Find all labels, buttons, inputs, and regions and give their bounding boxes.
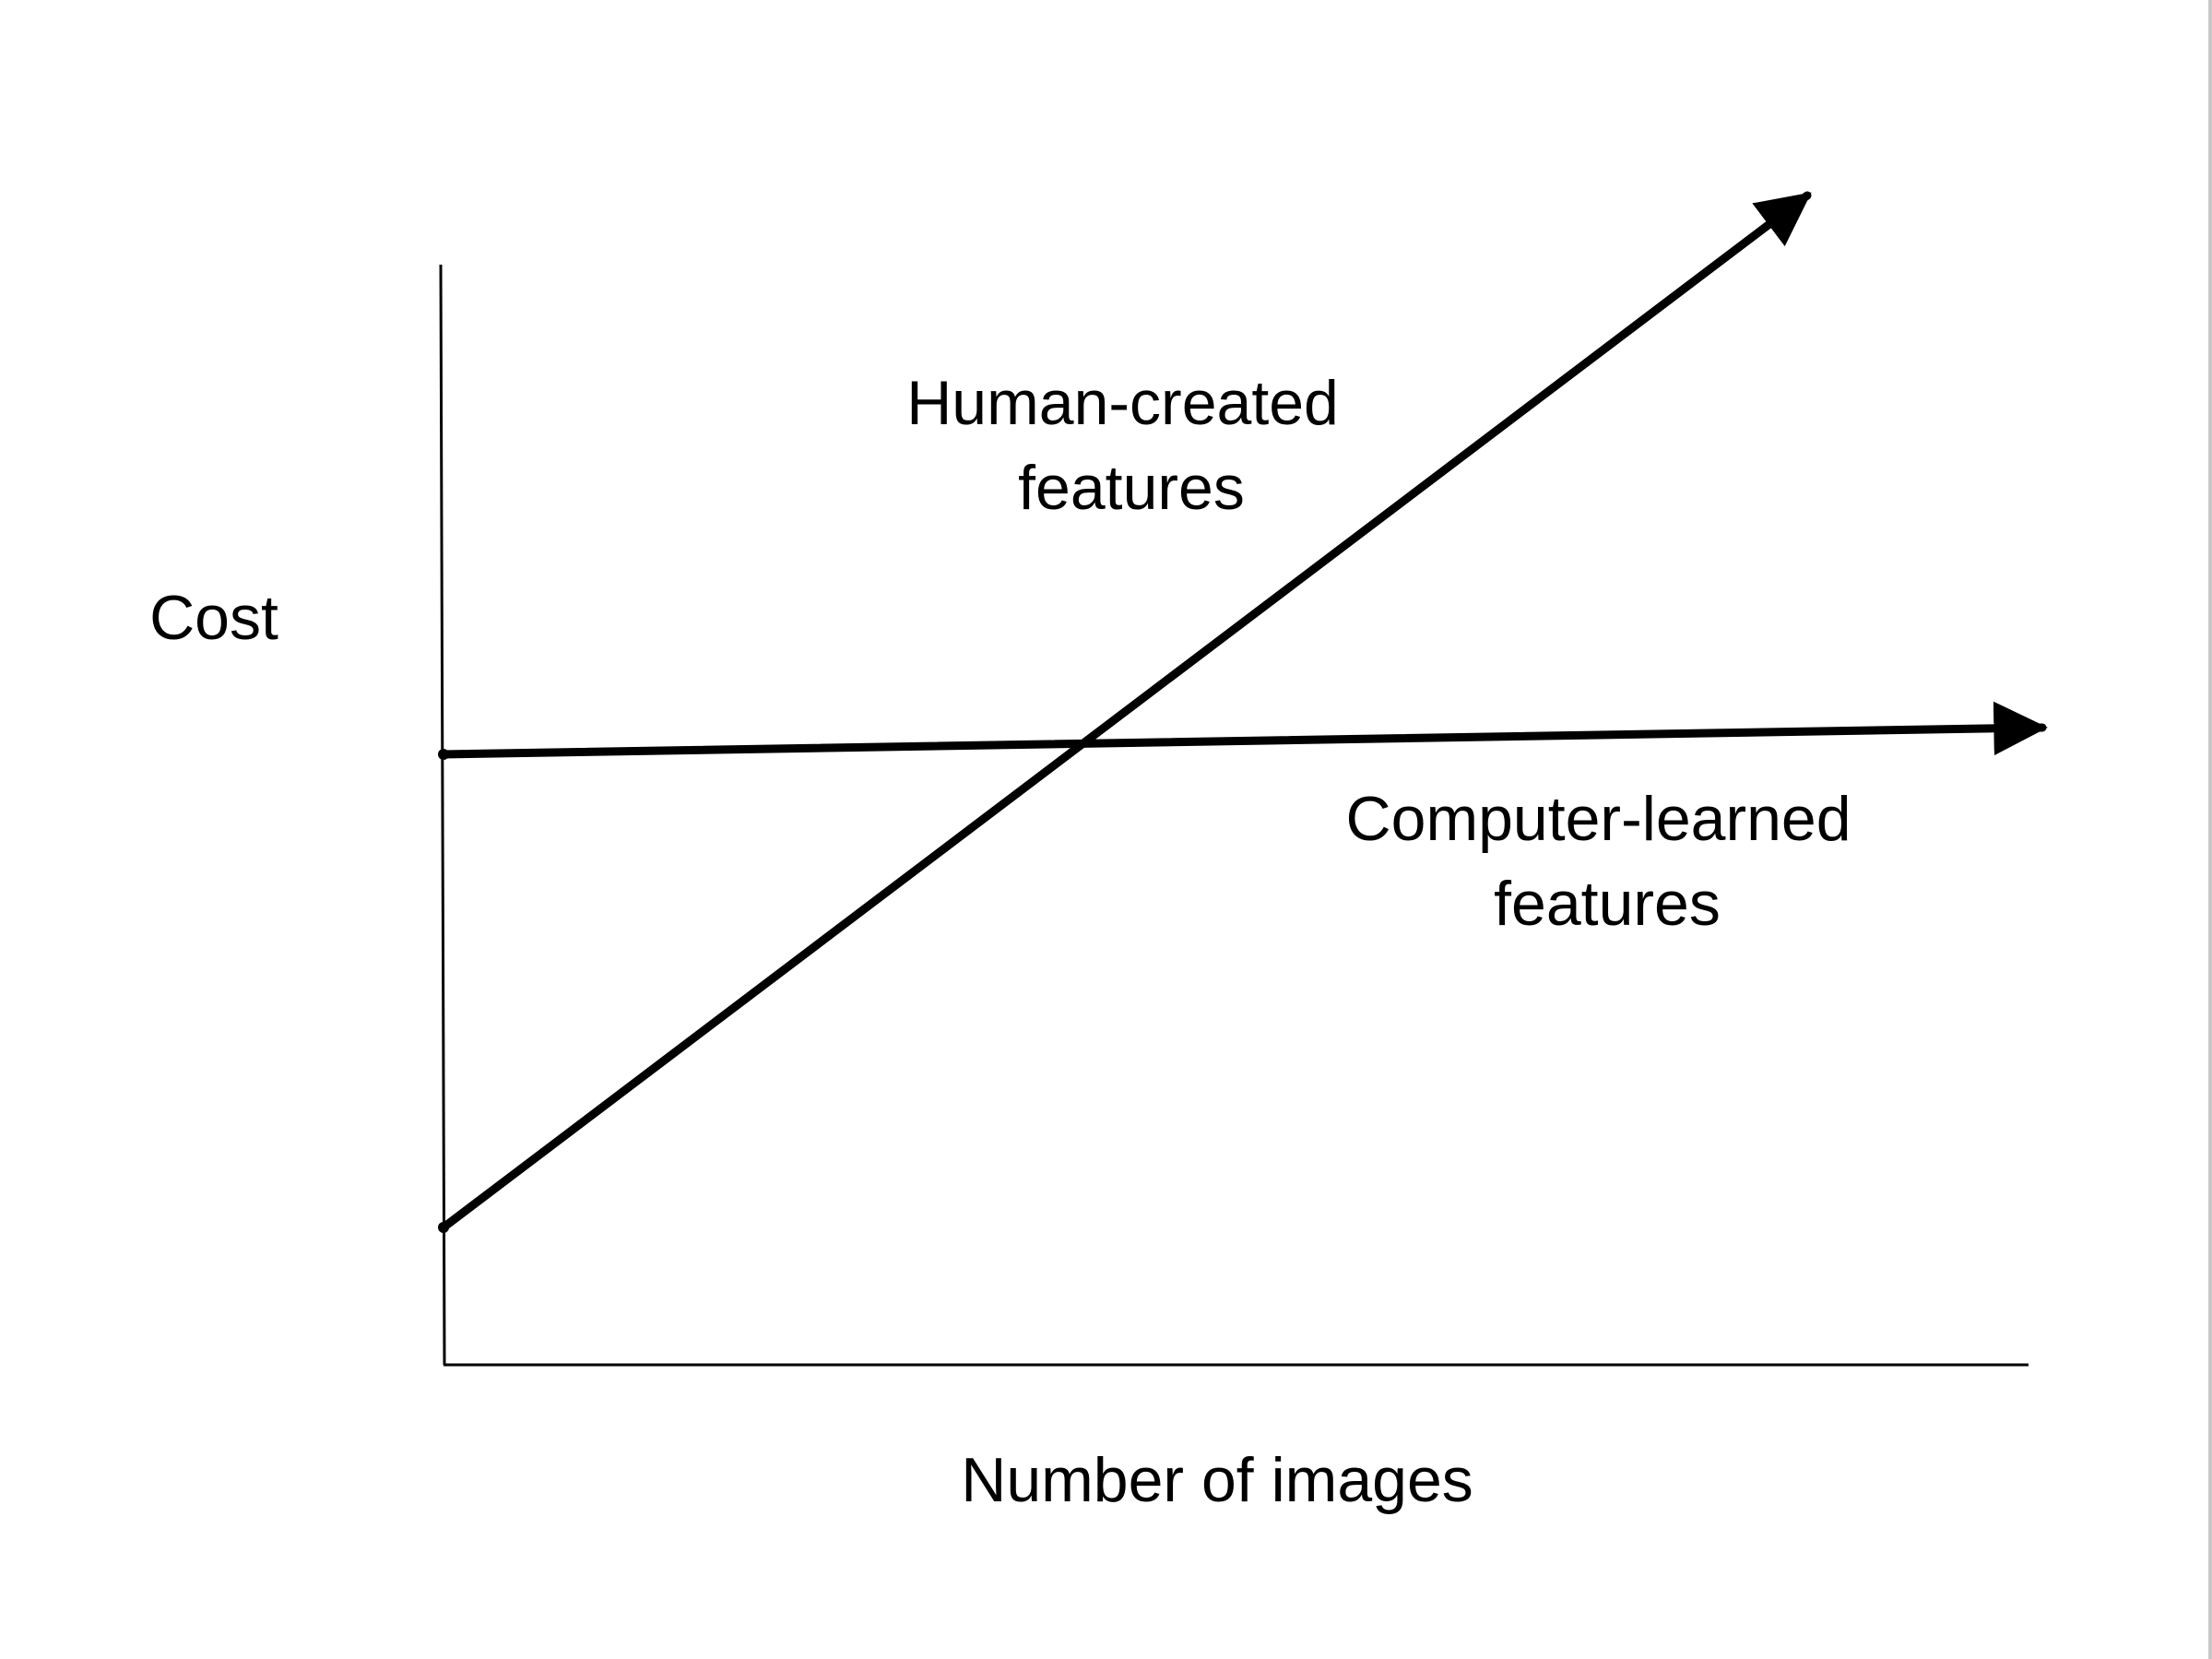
computer-learned-features-label-line1: Computer-learned: [1346, 784, 1851, 854]
human-created-features-label-line2: features: [1018, 453, 1245, 523]
human-created-features-start-point: [438, 1222, 449, 1233]
y-axis: [439, 264, 446, 1366]
x-axis-label: Number of images: [961, 1445, 1473, 1515]
computer-learned-features-start-point: [438, 749, 449, 760]
y-axis-label: Cost: [149, 583, 278, 653]
right-edge-divider: [2208, 0, 2212, 1659]
computer-learned-features-label: Computer-learned features: [1346, 784, 1869, 939]
human-created-features-label-line1: Human-created: [906, 368, 1339, 438]
computer-learned-features-label-line2: features: [1494, 869, 1721, 939]
human-created-features-line: [439, 191, 1812, 1232]
computer-learned-features-line: [439, 701, 2048, 759]
human-created-features-label: Human-created features: [906, 368, 1356, 523]
